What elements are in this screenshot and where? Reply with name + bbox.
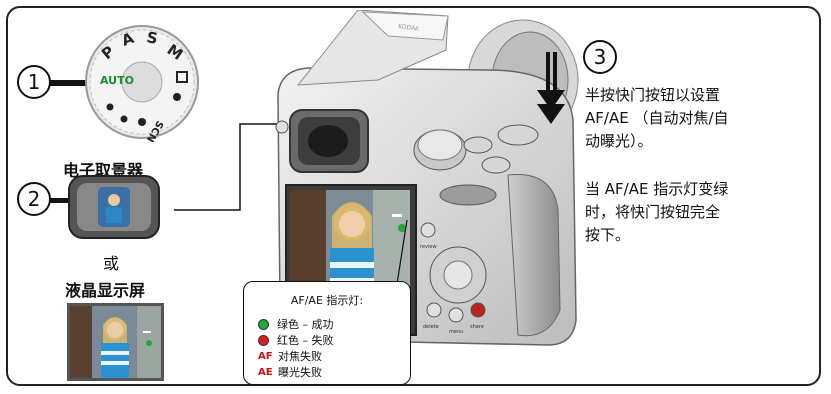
instruction-half-press: 半按快门按钮以设置 AF/AE （自动对焦/自 动曝光）。	[585, 86, 729, 150]
dial-s-label: S	[145, 28, 159, 48]
review-button-label: review	[420, 244, 437, 250]
dial-auto-label: AUTO	[100, 74, 134, 87]
mode-dial-icon: AUTO P A S M SCN	[85, 25, 199, 142]
instruction-full-press: 当 AF/AE 指示灯变绿 时，将快门按钮完全 按下。	[585, 180, 729, 244]
legend-row-text: 绿色 – 成功	[277, 318, 334, 331]
step-2-marker: 2	[17, 182, 51, 216]
red-dot-icon	[258, 334, 269, 346]
evf-pointer	[50, 198, 68, 203]
legend-row-ae: AE 曝光失败	[258, 364, 322, 380]
legend-row-text: 对焦失败	[278, 350, 322, 363]
delete-button-label: delete	[423, 324, 439, 330]
evf-screen-icon	[68, 175, 160, 239]
legend-row-green: 绿色 – 成功	[258, 316, 334, 332]
legend-pointer-line	[396, 219, 408, 285]
illustration-frame	[6, 6, 821, 386]
step-2-number: 2	[27, 187, 41, 211]
dial-pointer	[50, 80, 90, 86]
af-icon: AF	[258, 350, 273, 362]
legend-row-af: AF 对焦失败	[258, 348, 322, 364]
legend-row-red: 红色 – 失败	[258, 332, 334, 348]
step-3-number: 3	[593, 45, 607, 69]
lcd-screen-icon	[67, 303, 164, 381]
legend-title: AF/AE 指示灯:	[290, 294, 364, 307]
camera-brand-text: KODAK	[398, 23, 421, 33]
lcd-label: 液晶显示屏	[65, 281, 146, 300]
press-arrows-icon	[537, 52, 565, 124]
or-label: 或	[103, 254, 120, 273]
share-button-label: share	[470, 324, 484, 330]
ae-icon: AE	[258, 366, 273, 378]
menu-button-label: menu	[449, 329, 463, 335]
step-1-marker: 1	[17, 65, 51, 99]
green-dot-icon	[258, 318, 269, 330]
evf-connector-line	[174, 123, 286, 211]
legend-row-text: 红色 – 失败	[277, 334, 334, 347]
legend-row-text: 曝光失败	[278, 366, 322, 379]
step-1-number: 1	[27, 70, 41, 94]
af-ae-legend: AF/AE 指示灯: 绿色 – 成功 红色 – 失败 AF 对焦失败 AE 曝光…	[243, 281, 411, 385]
step-3-marker: 3	[583, 40, 617, 74]
